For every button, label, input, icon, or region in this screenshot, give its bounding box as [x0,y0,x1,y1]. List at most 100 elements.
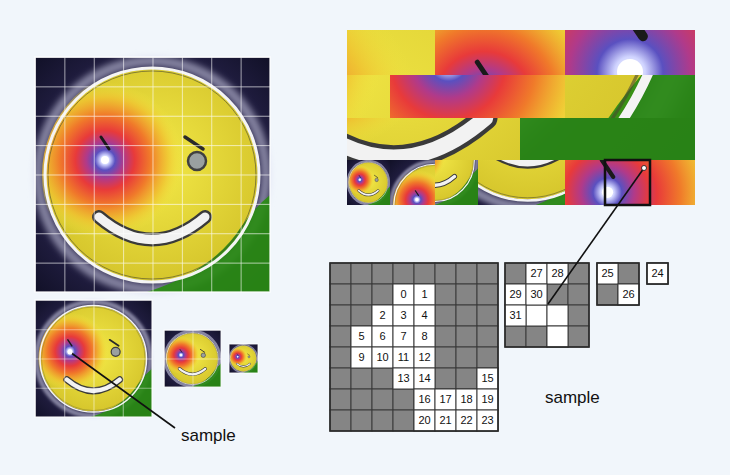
empty-page-cell [435,284,456,305]
mip-level-2 [162,330,221,387]
resident-page-cell [414,284,435,305]
page-index-cell: 8 [414,326,435,347]
empty-page-cell [477,284,498,305]
empty-page-cell [568,284,589,305]
page-index-number: 17 [439,394,451,405]
resident-page-cell [414,389,435,410]
sample-text: sample [181,427,236,444]
empty-page-cell [477,410,498,431]
empty-page-cell [414,326,435,347]
page-index-number: 0 [400,289,406,300]
empty-page-cell [568,263,589,284]
empty-page-cell [351,368,372,389]
empty-page-cell [505,326,526,347]
page-index-number: 4 [421,310,427,321]
page-index-number: 23 [481,415,493,426]
resident-page-cell [435,389,456,410]
empty-page-cell [568,305,589,326]
page-index-cell: 20 [414,410,435,431]
empty-page-cell [351,326,372,347]
page-table [330,263,668,431]
empty-page-cell [351,284,372,305]
atlas-tile [389,115,478,205]
atlas-tile [496,40,730,393]
page-index-number: 21 [439,415,451,426]
page-index-cell: 16 [414,389,435,410]
page-index-number: 6 [379,331,385,342]
resident-page-cell [372,305,393,326]
resident-page-cell [393,326,414,347]
page-index-number: 16 [418,394,430,405]
empty-page-cell [372,263,393,284]
empty-page-cell [414,410,435,431]
resident-page-cell [526,305,547,326]
empty-page-cell [351,410,372,431]
page-index-number: 26 [622,289,634,300]
empty-page-cell [477,368,498,389]
empty-page-cell [618,263,639,284]
empty-page-cell [330,368,351,389]
empty-page-cell [414,263,435,284]
mip-level-3 [228,344,258,373]
resident-page-cell [618,284,639,305]
resident-page-cell [414,410,435,431]
empty-page-cell [456,389,477,410]
empty-page-cell [414,305,435,326]
empty-page-cell [456,326,477,347]
page-index-number: 31 [509,310,521,321]
page-index-cell: 7 [393,326,414,347]
empty-page-cell [330,347,351,368]
page-index-cell: 14 [414,368,435,389]
page-index-cell: 0 [393,284,414,305]
empty-page-cell [435,410,456,431]
page-index-number: 24 [651,268,663,279]
empty-page-cell [597,284,618,305]
resident-page-cell [414,305,435,326]
empty-page-cell [330,305,351,326]
atlas-tile [497,48,730,378]
page-index-cell: 19 [477,389,498,410]
page-index-cell: 9 [351,347,372,368]
empty-page-cell [372,347,393,368]
empty-page-cell [330,284,351,305]
resident-page-cell [393,284,414,305]
page-index-number: 7 [400,331,406,342]
empty-page-cell [372,389,393,410]
page-index-number: 5 [358,331,364,342]
empty-page-cell [393,368,414,389]
page-index-number: 27 [530,268,542,279]
empty-page-cell [547,305,568,326]
empty-page-cell [351,347,372,368]
page-index-number: 29 [509,289,521,300]
page-index-number: 1 [421,289,427,300]
page-index-number: 20 [418,415,430,426]
page-index-number: 9 [358,352,364,363]
page-index-cell: 3 [393,305,414,326]
page-index-cell: 27 [526,263,547,284]
empty-page-cell [526,284,547,305]
page-index-number: 13 [397,373,409,384]
page-index-cell: 28 [547,263,568,284]
page-index-cell: 24 [647,263,668,284]
resident-page-cell [393,305,414,326]
resident-page-cell [477,368,498,389]
empty-page-cell [456,410,477,431]
resident-page-cell [526,284,547,305]
resident-page-cell [456,410,477,431]
resident-page-cell [456,389,477,410]
empty-page-cell [647,263,668,284]
sample-label: sample [545,389,600,406]
empty-page-cell [372,326,393,347]
empty-page-cell [568,326,589,347]
empty-page-cell [330,389,351,410]
sample-point [68,350,73,355]
page-index-number: 11 [398,352,409,363]
empty-page-cell [372,410,393,431]
page-table-frame [330,263,498,431]
empty-page-cell [456,347,477,368]
empty-page-cell [477,305,498,326]
page-index-cell: 21 [435,410,456,431]
